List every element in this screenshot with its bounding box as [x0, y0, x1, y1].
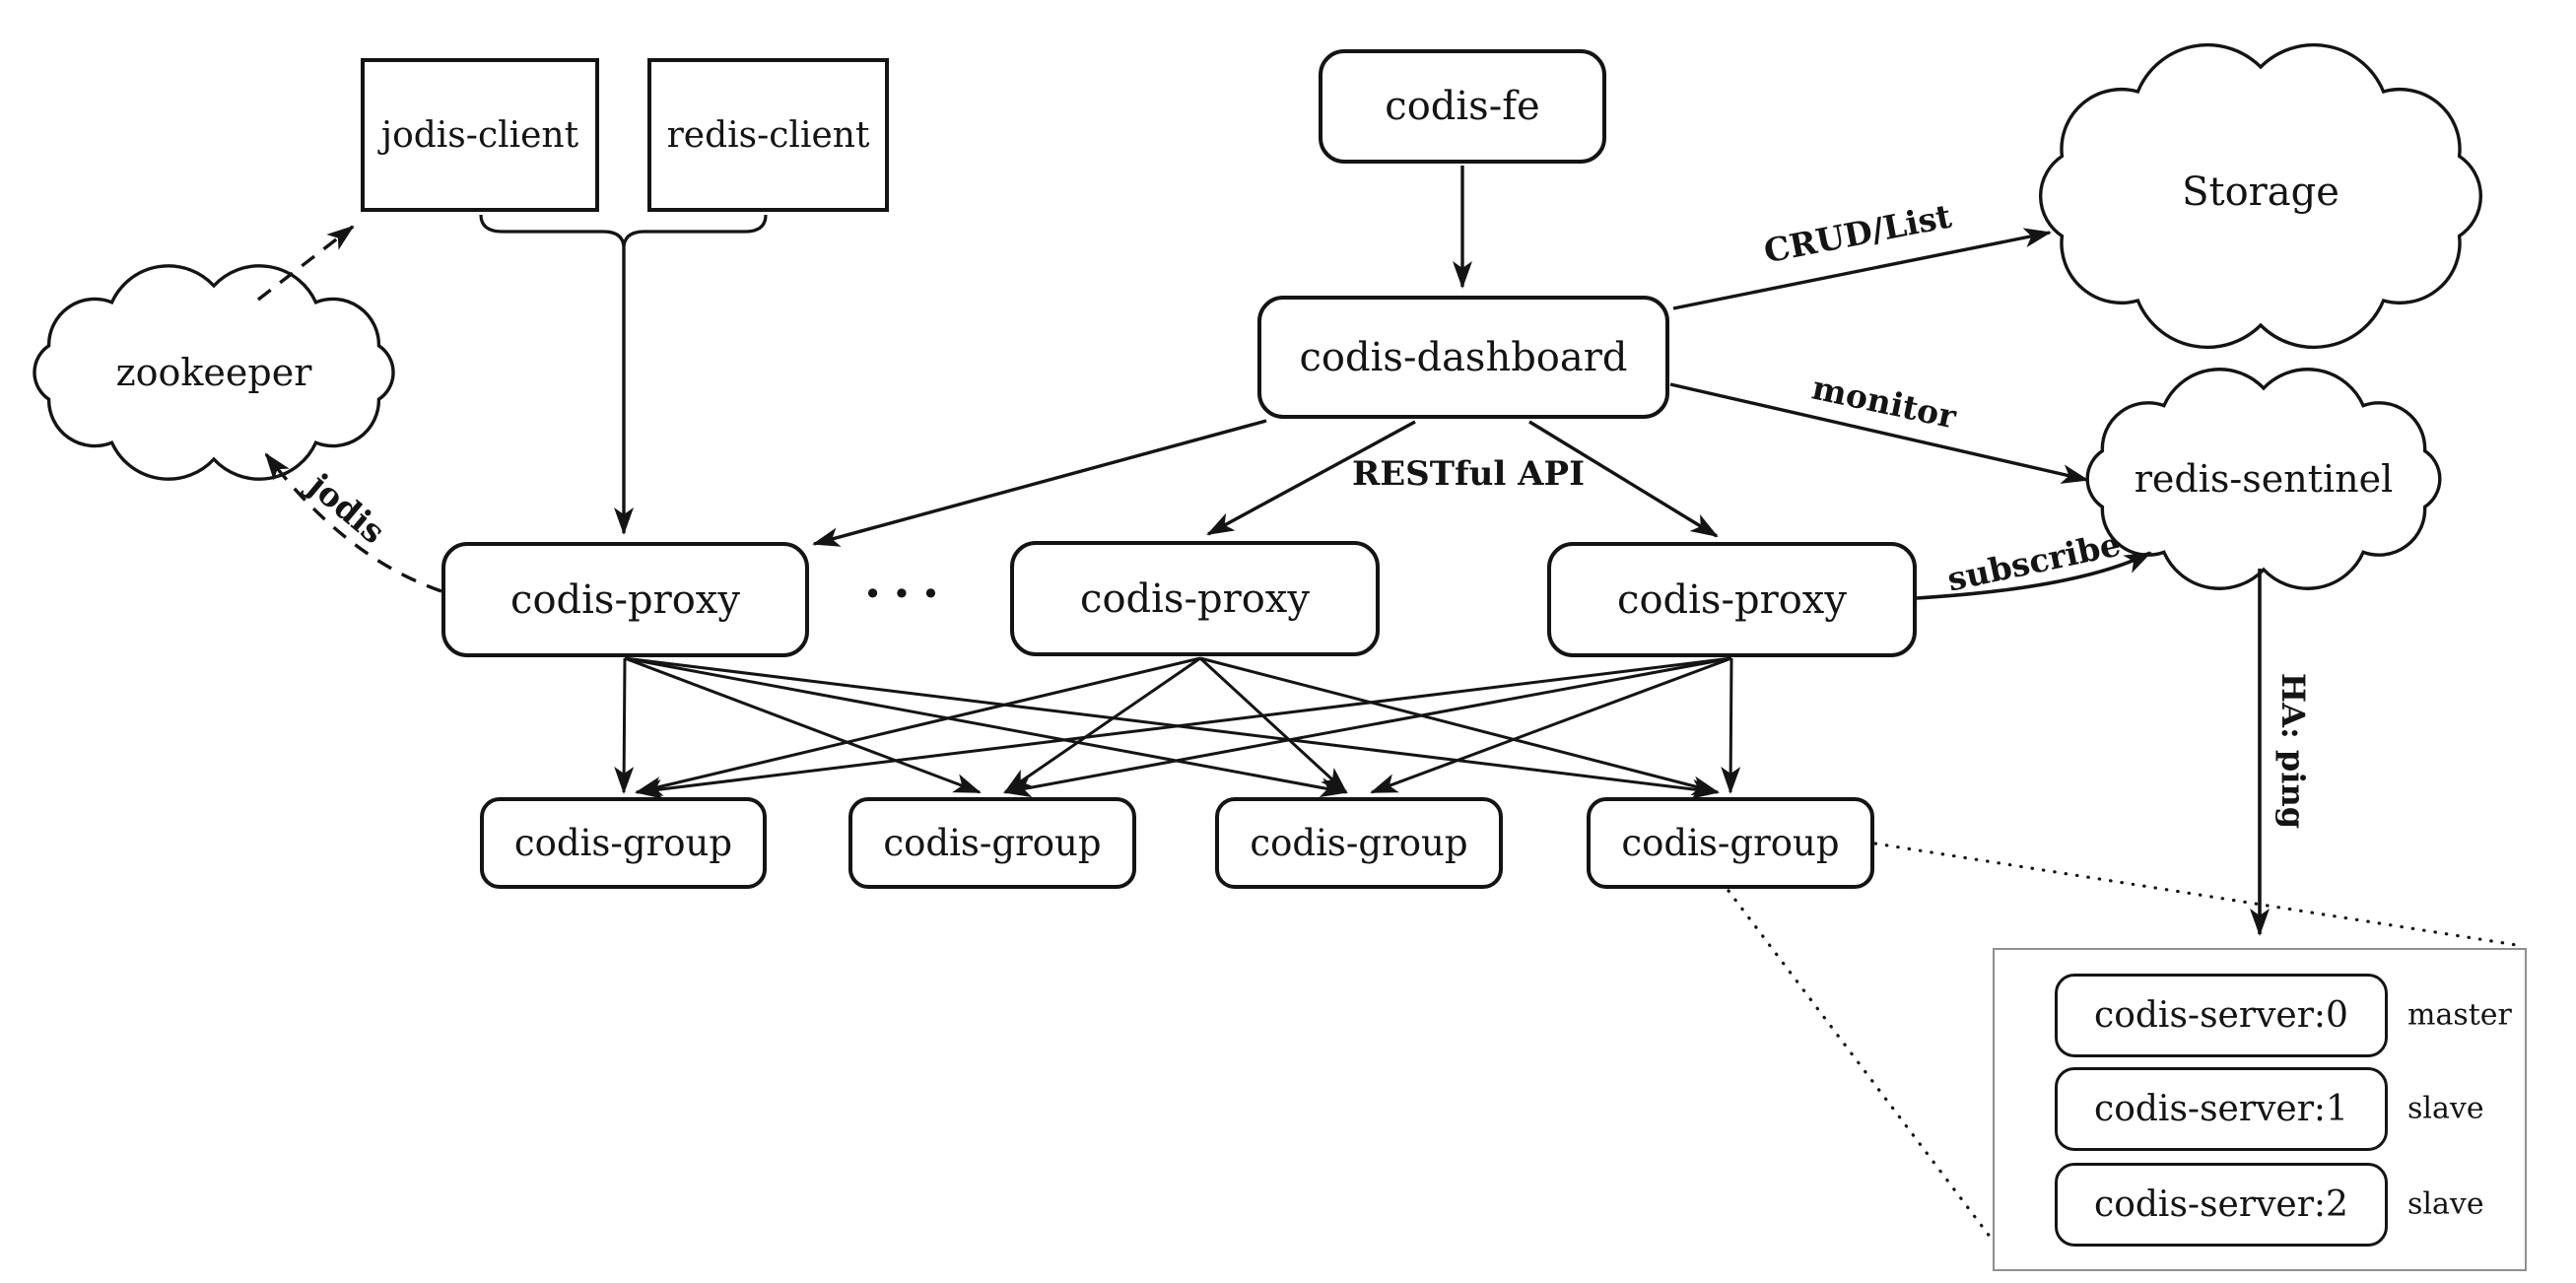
node-codis-group-1: codis-group	[480, 797, 767, 889]
server-role-master: master	[2407, 997, 2512, 1033]
node-codis-group-3: codis-group	[1215, 797, 1503, 889]
server-role-slave-1: slave	[2407, 1091, 2484, 1126]
node-codis-proxy-3-label: codis-proxy	[1617, 576, 1847, 623]
node-storage-label: Storage	[2182, 169, 2339, 215]
node-codis-server-2-label: codis-server:2	[2094, 1184, 2348, 1225]
node-codis-fe: codis-fe	[1319, 49, 1606, 164]
node-codis-proxy-3: codis-proxy	[1547, 542, 1917, 657]
node-codis-dashboard-label: codis-dashboard	[1299, 334, 1628, 380]
node-redis-sentinel-label: redis-sentinel	[2134, 457, 2394, 501]
zookeeper-cloud	[33, 264, 395, 481]
edge-proxy1-to-zookeeper	[264, 452, 442, 593]
node-codis-proxy-2: codis-proxy	[1010, 541, 1380, 656]
node-codis-group-2-label: codis-group	[883, 822, 1102, 864]
redis-sentinel-cloud	[2085, 368, 2442, 590]
node-codis-proxy-1: codis-proxy	[441, 542, 809, 657]
node-codis-server-0: codis-server:0	[2055, 974, 2388, 1057]
node-codis-server-1: codis-server:1	[2055, 1067, 2388, 1151]
node-codis-proxy-1-label: codis-proxy	[510, 576, 740, 623]
storage-cloud	[2039, 42, 2482, 350]
node-codis-server-1-label: codis-server:1	[2094, 1089, 2348, 1129]
node-codis-dashboard: codis-dashboard	[1257, 296, 1669, 419]
node-jodis-client-label: jodis-client	[380, 114, 579, 156]
edge-label-ha-ping: HA: ping	[2274, 672, 2312, 830]
node-codis-group-4-label: codis-group	[1621, 822, 1840, 864]
edge-zookeeper-to-jodis-client	[256, 225, 355, 302]
edge-dashboard-to-sentinel	[1669, 382, 2089, 484]
edge-dashboard-to-proxy1	[812, 419, 1267, 547]
proxy-group-mesh	[614, 656, 1741, 799]
node-codis-server-2: codis-server:2	[2055, 1163, 2388, 1247]
dotted-group4-to-container-top	[1873, 842, 2525, 948]
proxy-ellipsis: ···	[863, 564, 952, 622]
node-codis-fe-label: codis-fe	[1385, 84, 1540, 129]
edge-dashboard-to-storage	[1672, 228, 2052, 310]
dotted-group4-to-container-bottom	[1727, 889, 1993, 1240]
edge-proxy3-to-sentinel	[1916, 551, 2152, 600]
node-codis-proxy-2-label: codis-proxy	[1080, 575, 1310, 622]
edge-dashboard-to-proxy2	[1206, 420, 1416, 536]
node-codis-group-2: codis-group	[848, 797, 1136, 889]
server-role-slave-2: slave	[2407, 1186, 2484, 1222]
node-redis-client: redis-client	[647, 58, 889, 212]
node-redis-client-label: redis-client	[666, 114, 870, 156]
node-zookeeper-label: zookeeper	[115, 351, 312, 394]
node-codis-server-0-label: codis-server:0	[2094, 995, 2348, 1036]
node-codis-group-1-label: codis-group	[513, 822, 733, 864]
node-jodis-client: jodis-client	[361, 58, 599, 212]
node-codis-group-4: codis-group	[1587, 797, 1874, 889]
node-codis-group-3-label: codis-group	[1250, 822, 1468, 864]
edge-dashboard-to-proxy3	[1528, 420, 1719, 538]
edge-label-restful-api: RESTful API	[1352, 454, 1585, 494]
clients-brace	[479, 214, 768, 249]
